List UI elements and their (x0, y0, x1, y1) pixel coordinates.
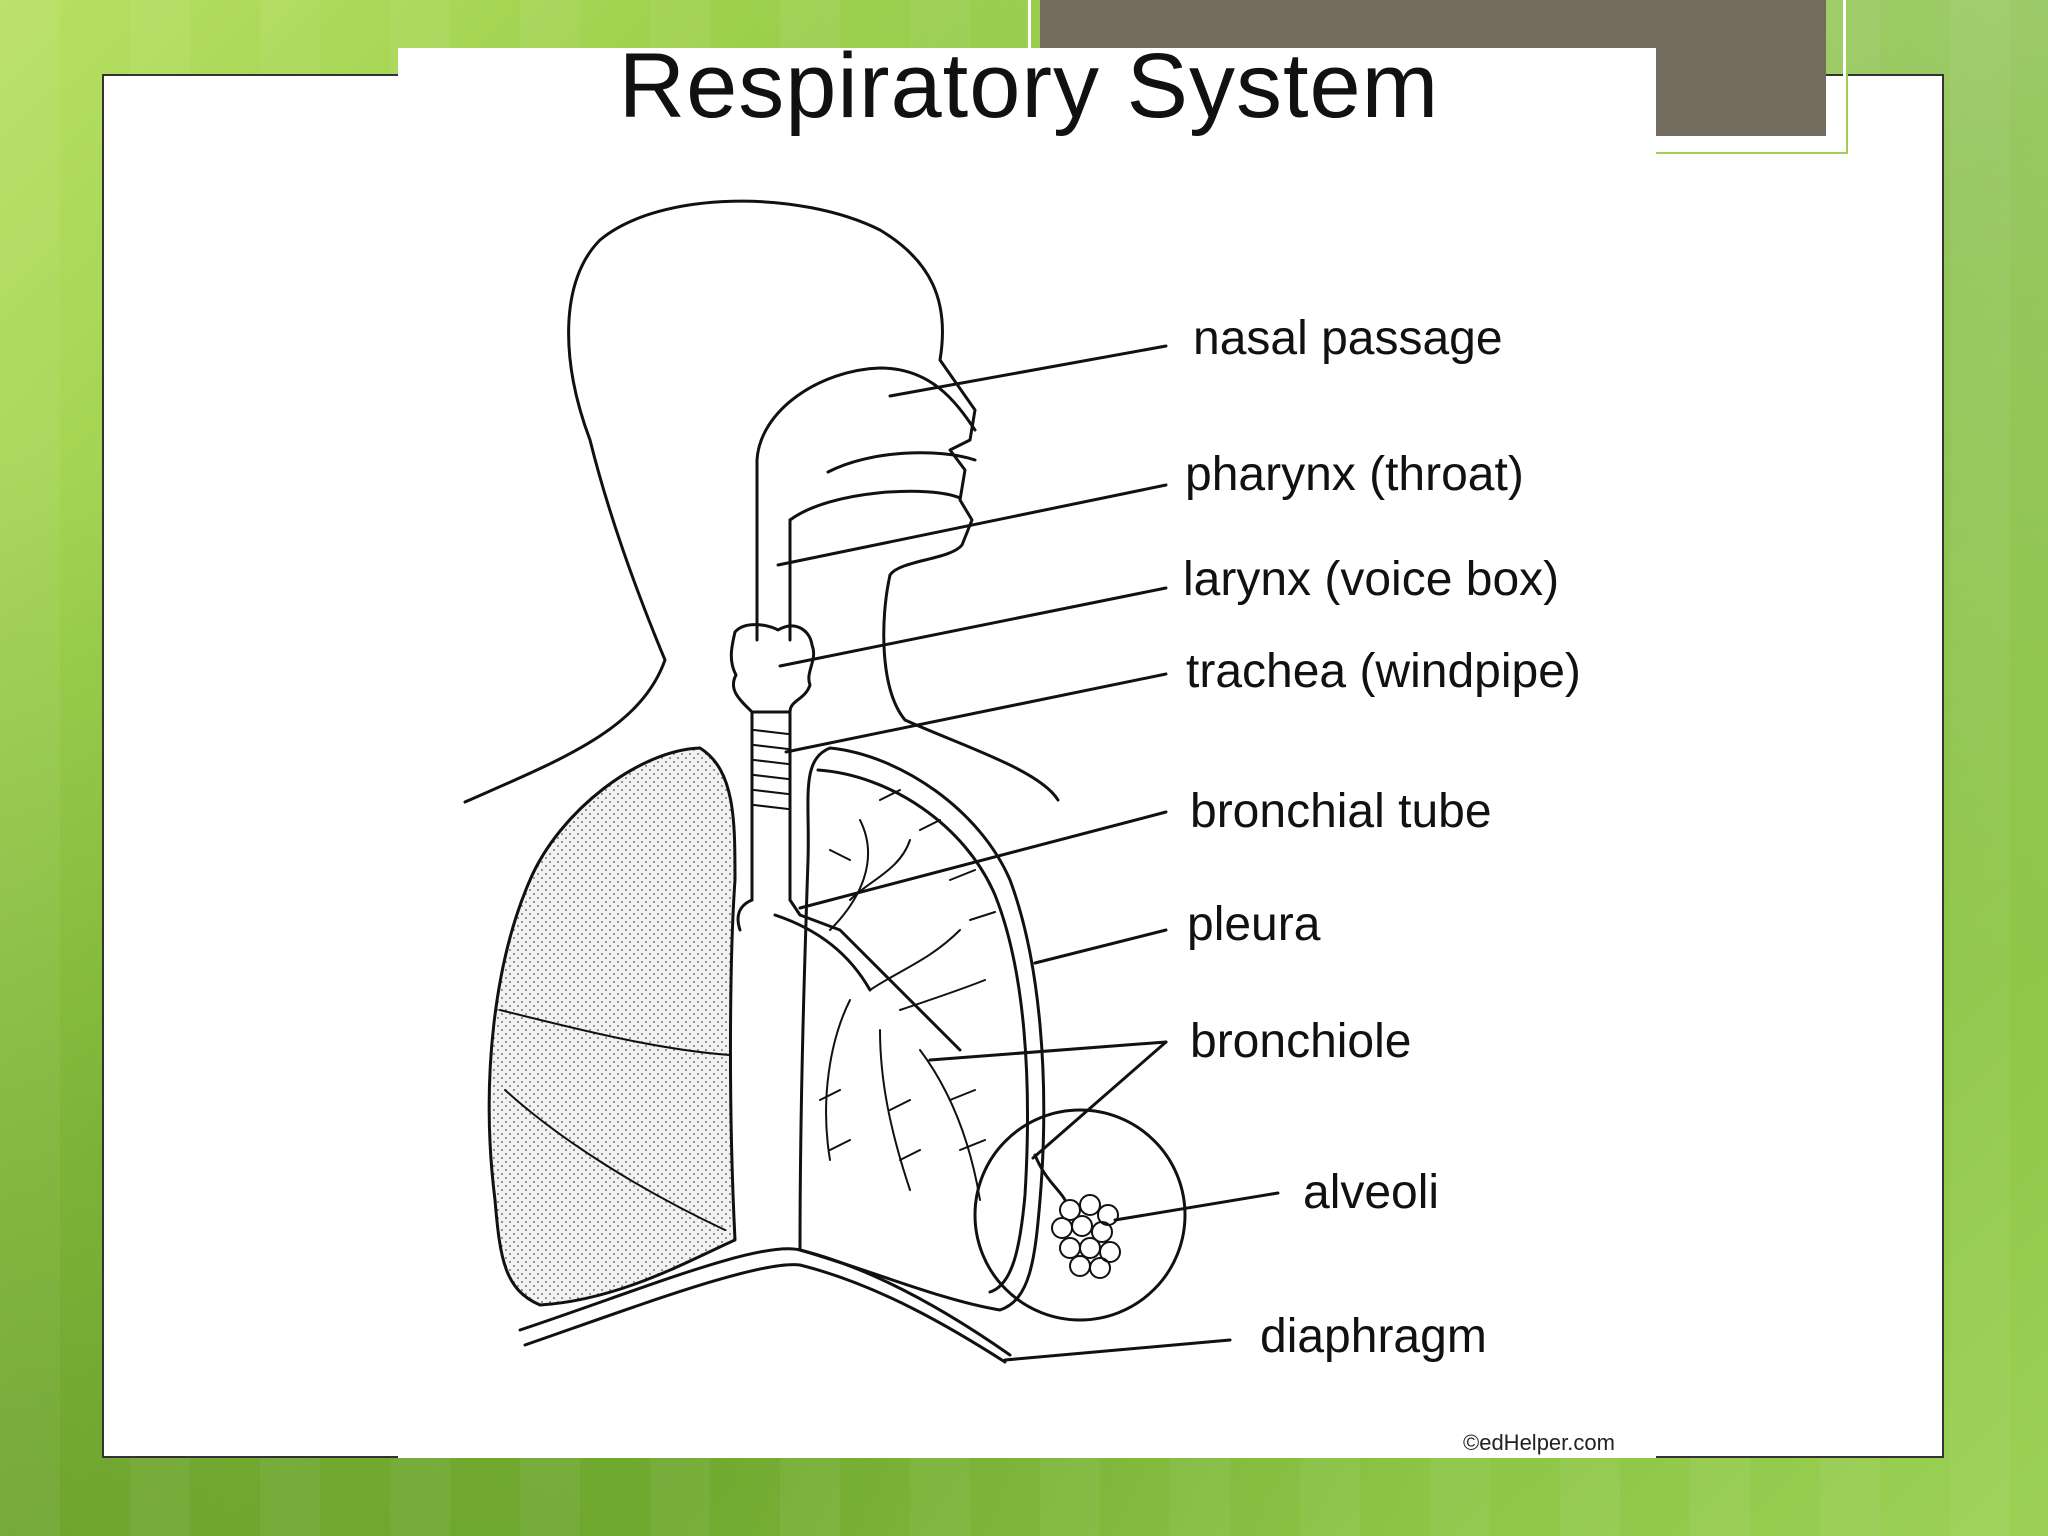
leader-trachea (784, 672, 1168, 754)
alveoli-magnifier (973, 1108, 1187, 1322)
label-bronchiole: bronchiole (1190, 1015, 1411, 1068)
label-bronchial-tube: bronchial tube (1190, 785, 1492, 838)
leader-pleura (1033, 928, 1168, 965)
diaphragm-curve-2 (523, 1263, 1007, 1364)
right-lung (798, 746, 1046, 1312)
label-pleura: pleura (1187, 898, 1321, 951)
alveoli-cluster (1051, 1194, 1121, 1279)
leader-nasal-passage (888, 344, 1168, 398)
label-pharynx: pharynx (throat) (1185, 448, 1524, 501)
leader-bronchiole-a (928, 1040, 1168, 1062)
diaphragm-curve (518, 1247, 1012, 1357)
leader-diaphragm (1003, 1338, 1232, 1362)
trachea-rings (753, 729, 789, 810)
leader-bronchiole-b (1031, 1040, 1168, 1160)
leader-larynx (778, 586, 1168, 668)
leader-bronchial-tube (798, 810, 1168, 910)
palate (788, 489, 962, 522)
bronchial-tree (819, 789, 996, 1201)
label-larynx: larynx (voice box) (1183, 553, 1559, 606)
leader-lines (776, 344, 1280, 1362)
bronchi (736, 898, 962, 1052)
pleura-outline (816, 768, 1029, 1294)
label-diaphragm: diaphragm (1260, 1310, 1487, 1363)
leader-pharynx (776, 483, 1168, 567)
nasal-cavity (755, 366, 977, 462)
label-trachea: trachea (windpipe) (1186, 645, 1581, 698)
left-lung (487, 746, 737, 1307)
alveoli-duct (1033, 1153, 1067, 1202)
label-nasal-passage: nasal passage (1193, 312, 1503, 365)
trachea-tube (750, 710, 792, 902)
larynx-shape (729, 623, 816, 714)
label-alveoli: alveoli (1303, 1166, 1439, 1219)
credit-text: ©edHelper.com (1463, 1430, 1615, 1455)
leader-alveoli (1113, 1191, 1280, 1222)
slide-title: Respiratory System (618, 35, 1440, 137)
left-lung-fissure (499, 1009, 731, 1231)
tongue (826, 451, 977, 474)
pharynx-outline (755, 458, 792, 642)
body-outline (463, 199, 1060, 804)
